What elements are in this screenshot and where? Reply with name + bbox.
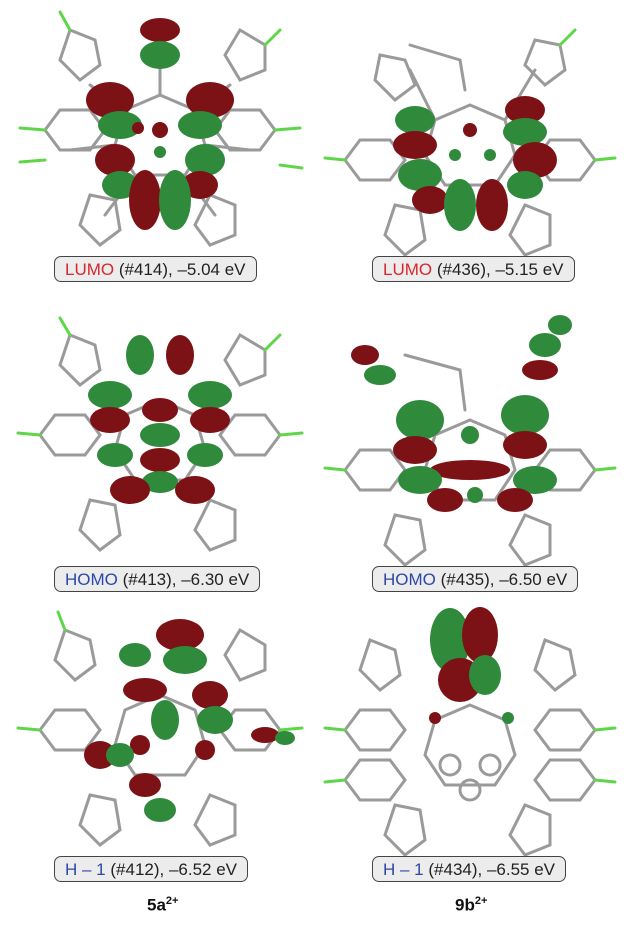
orbital-diagram-5a-lumo [18, 10, 304, 247]
orbital-label-5a-lumo: LUMO (#414), –5.04 eV [54, 256, 257, 282]
orbital-lobes [88, 335, 232, 504]
orbital-index: (#412) [110, 860, 160, 879]
orbital-name: HOMO [383, 570, 436, 589]
orbital-energy: , –6.30 eV [171, 570, 250, 589]
panel-5a-lumo: LUMO (#414), –5.04 eV [10, 0, 310, 290]
orbital-label-9b-homo: HOMO (#435), –6.50 eV [372, 566, 579, 592]
compound-charge: 2+ [474, 895, 488, 907]
orbital-label-5a-h1: H – 1 (#412), –6.52 eV [54, 856, 249, 882]
orbital-name: HOMO [65, 570, 118, 589]
orbital-label-9b-lumo: LUMO (#436), –5.15 eV [372, 256, 575, 282]
orbital-index: (#414) [118, 260, 168, 279]
orbital-energy: , –5.04 eV [168, 260, 246, 279]
orbital-energy: , –6.52 eV [159, 860, 238, 879]
compound-name: 9b [455, 895, 475, 915]
orbital-diagram-5a-h1 [16, 610, 304, 847]
orbital-name: LUMO [383, 260, 433, 279]
orbital-diagram-9b-lumo [323, 28, 617, 257]
orbital-name: LUMO [65, 260, 115, 279]
panel-5a-homo: HOMO (#413), –6.30 eV [10, 310, 310, 600]
compound-label-5a: 5a2+ [147, 895, 178, 916]
compound-charge: 2+ [165, 895, 179, 907]
orbital-label-5a-homo: HOMO (#413), –6.30 eV [54, 566, 261, 592]
orbital-index: (#413) [122, 570, 172, 589]
panel-9b-homo: HOMO (#435), –6.50 eV [320, 310, 620, 600]
orbital-lobes [393, 96, 557, 231]
orbital-lobes [351, 315, 572, 512]
panel-9b-lumo: LUMO (#436), –5.15 eV [320, 0, 620, 290]
orbital-index: (#434) [428, 860, 478, 879]
orbital-index: (#435) [440, 570, 490, 589]
panel-9b-h1: H – 1 (#434), –6.55 eV [320, 600, 620, 890]
orbital-lobes [84, 619, 295, 822]
orbital-lobes [429, 607, 514, 724]
molecular-scaffold [16, 610, 304, 847]
compound-name: 5a [147, 895, 166, 915]
orbital-diagram-9b-homo [323, 315, 617, 567]
orbital-name: H – 1 [383, 860, 424, 879]
orbital-name: H – 1 [65, 860, 106, 879]
orbital-energy: , –6.55 eV [477, 860, 556, 879]
orbital-energy: , –6.50 eV [489, 570, 568, 589]
panel-5a-h1: H – 1 (#412), –6.52 eV [10, 600, 310, 890]
orbital-energy: , –5.15 eV [486, 260, 564, 279]
orbital-lobes [86, 18, 234, 230]
compound-label-9b: 9b2+ [455, 895, 487, 916]
orbital-index: (#436) [436, 260, 486, 279]
molecular-scaffold [323, 638, 617, 857]
orbital-label-9b-h1: H – 1 (#434), –6.55 eV [372, 856, 567, 882]
orbital-diagram-5a-homo [16, 316, 304, 552]
orbital-diagram-9b-h1 [323, 607, 617, 857]
